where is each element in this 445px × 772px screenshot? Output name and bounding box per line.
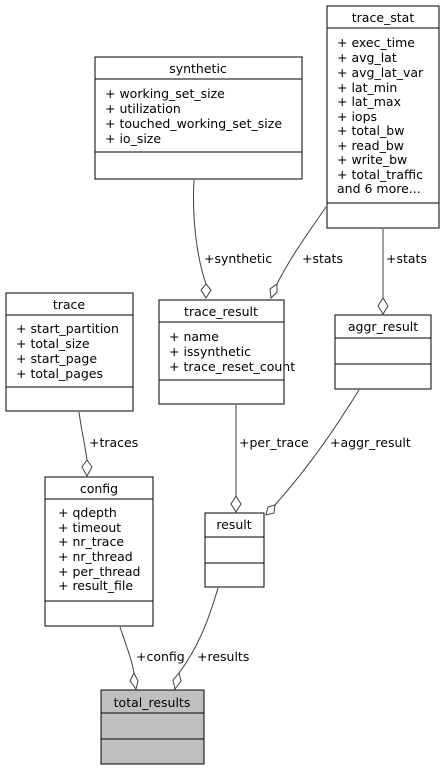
- class-attribute: + avg_lat_var: [337, 65, 424, 80]
- edge-label-traces: +traces: [89, 435, 138, 450]
- class-attribute: + exec_time: [337, 35, 415, 50]
- class-title: total_results: [114, 695, 191, 710]
- class-synthetic: synthetic + working_set_size + utilizati…: [94, 56, 303, 180]
- class-title: trace_stat: [352, 10, 415, 25]
- class-attribute: + total_size: [16, 336, 90, 351]
- class-title: aggr_result: [348, 319, 418, 334]
- edge-traces: +traces: [78, 411, 138, 478]
- class-title: trace_result: [184, 304, 258, 319]
- class-attribute: + total_bw: [337, 123, 404, 138]
- class-attribute: + avg_lat: [337, 50, 397, 65]
- class-attribute: + result_file: [58, 578, 133, 593]
- class-trace-stat: trace_stat + exec_time + avg_lat + avg_l…: [326, 5, 440, 229]
- class-attribute: + lat_max: [337, 94, 401, 109]
- class-attribute: + timeout: [58, 520, 121, 535]
- class-total-results: total_results: [100, 689, 205, 765]
- edge-label-per-trace: +per_trace: [239, 435, 309, 450]
- class-attribute: + iops: [337, 109, 377, 124]
- class-attribute: + read_bw: [337, 138, 404, 153]
- class-attribute: + per_thread: [58, 564, 140, 579]
- edge-label-synthetic: +synthetic: [204, 251, 272, 266]
- edge-label-results: +results: [197, 649, 249, 664]
- class-attribute: + qdepth: [58, 505, 117, 520]
- class-attribute: + trace_reset_count: [169, 359, 295, 374]
- edge-label-aggr-result: +aggr_result: [330, 435, 411, 450]
- class-title: config: [80, 481, 118, 496]
- edges: +synthetic +stats +stats +traces +per_tr…: [78, 179, 427, 691]
- edge-results: +results: [172, 587, 249, 691]
- edge-trace-result-stats: +stats: [269, 206, 343, 300]
- class-trace: trace + start_partition + total_size + s…: [5, 292, 134, 412]
- class-attribute: + working_set_size: [105, 86, 225, 101]
- class-title: result: [216, 517, 251, 532]
- class-attribute: + io_size: [105, 131, 161, 146]
- class-attribute: + total_pages: [16, 366, 103, 381]
- edge-aggr-result: +aggr_result: [265, 389, 411, 516]
- edge-label-trace-result-stats: +stats: [302, 251, 343, 266]
- class-attribute: + nr_thread: [58, 549, 133, 564]
- class-attribute: + nr_trace: [58, 534, 124, 549]
- class-attribute: + total_traffic: [337, 167, 423, 182]
- class-attribute: and 6 more...: [337, 181, 421, 196]
- class-attribute: + start_page: [16, 351, 97, 366]
- class-attribute: + issynthetic: [169, 344, 251, 359]
- edge-config: +config: [119, 626, 185, 691]
- class-attribute: + name: [169, 329, 219, 344]
- class-title: synthetic: [169, 61, 227, 76]
- class-trace-result: trace_result + name + issynthetic + trac…: [158, 299, 295, 405]
- edge-synthetic: +synthetic: [193, 179, 272, 299]
- class-attribute: + start_partition: [16, 321, 119, 336]
- edge-aggr-result-stats: +stats: [377, 229, 427, 315]
- class-title: trace: [53, 297, 86, 312]
- class-attribute: + lat_min: [337, 80, 397, 95]
- class-aggr-result: aggr_result: [334, 314, 432, 390]
- edge-label-aggr-result-stats: +stats: [386, 251, 427, 266]
- edge-label-config: +config: [136, 649, 185, 664]
- class-attribute: + write_bw: [337, 152, 407, 167]
- class-result: result: [204, 512, 265, 588]
- class-attribute: + utilization: [105, 101, 181, 116]
- class-config: config + qdepth + timeout + nr_trace + n…: [44, 476, 154, 627]
- class-attribute: + touched_working_set_size: [105, 116, 282, 131]
- edge-per-trace: +per_trace: [230, 405, 309, 513]
